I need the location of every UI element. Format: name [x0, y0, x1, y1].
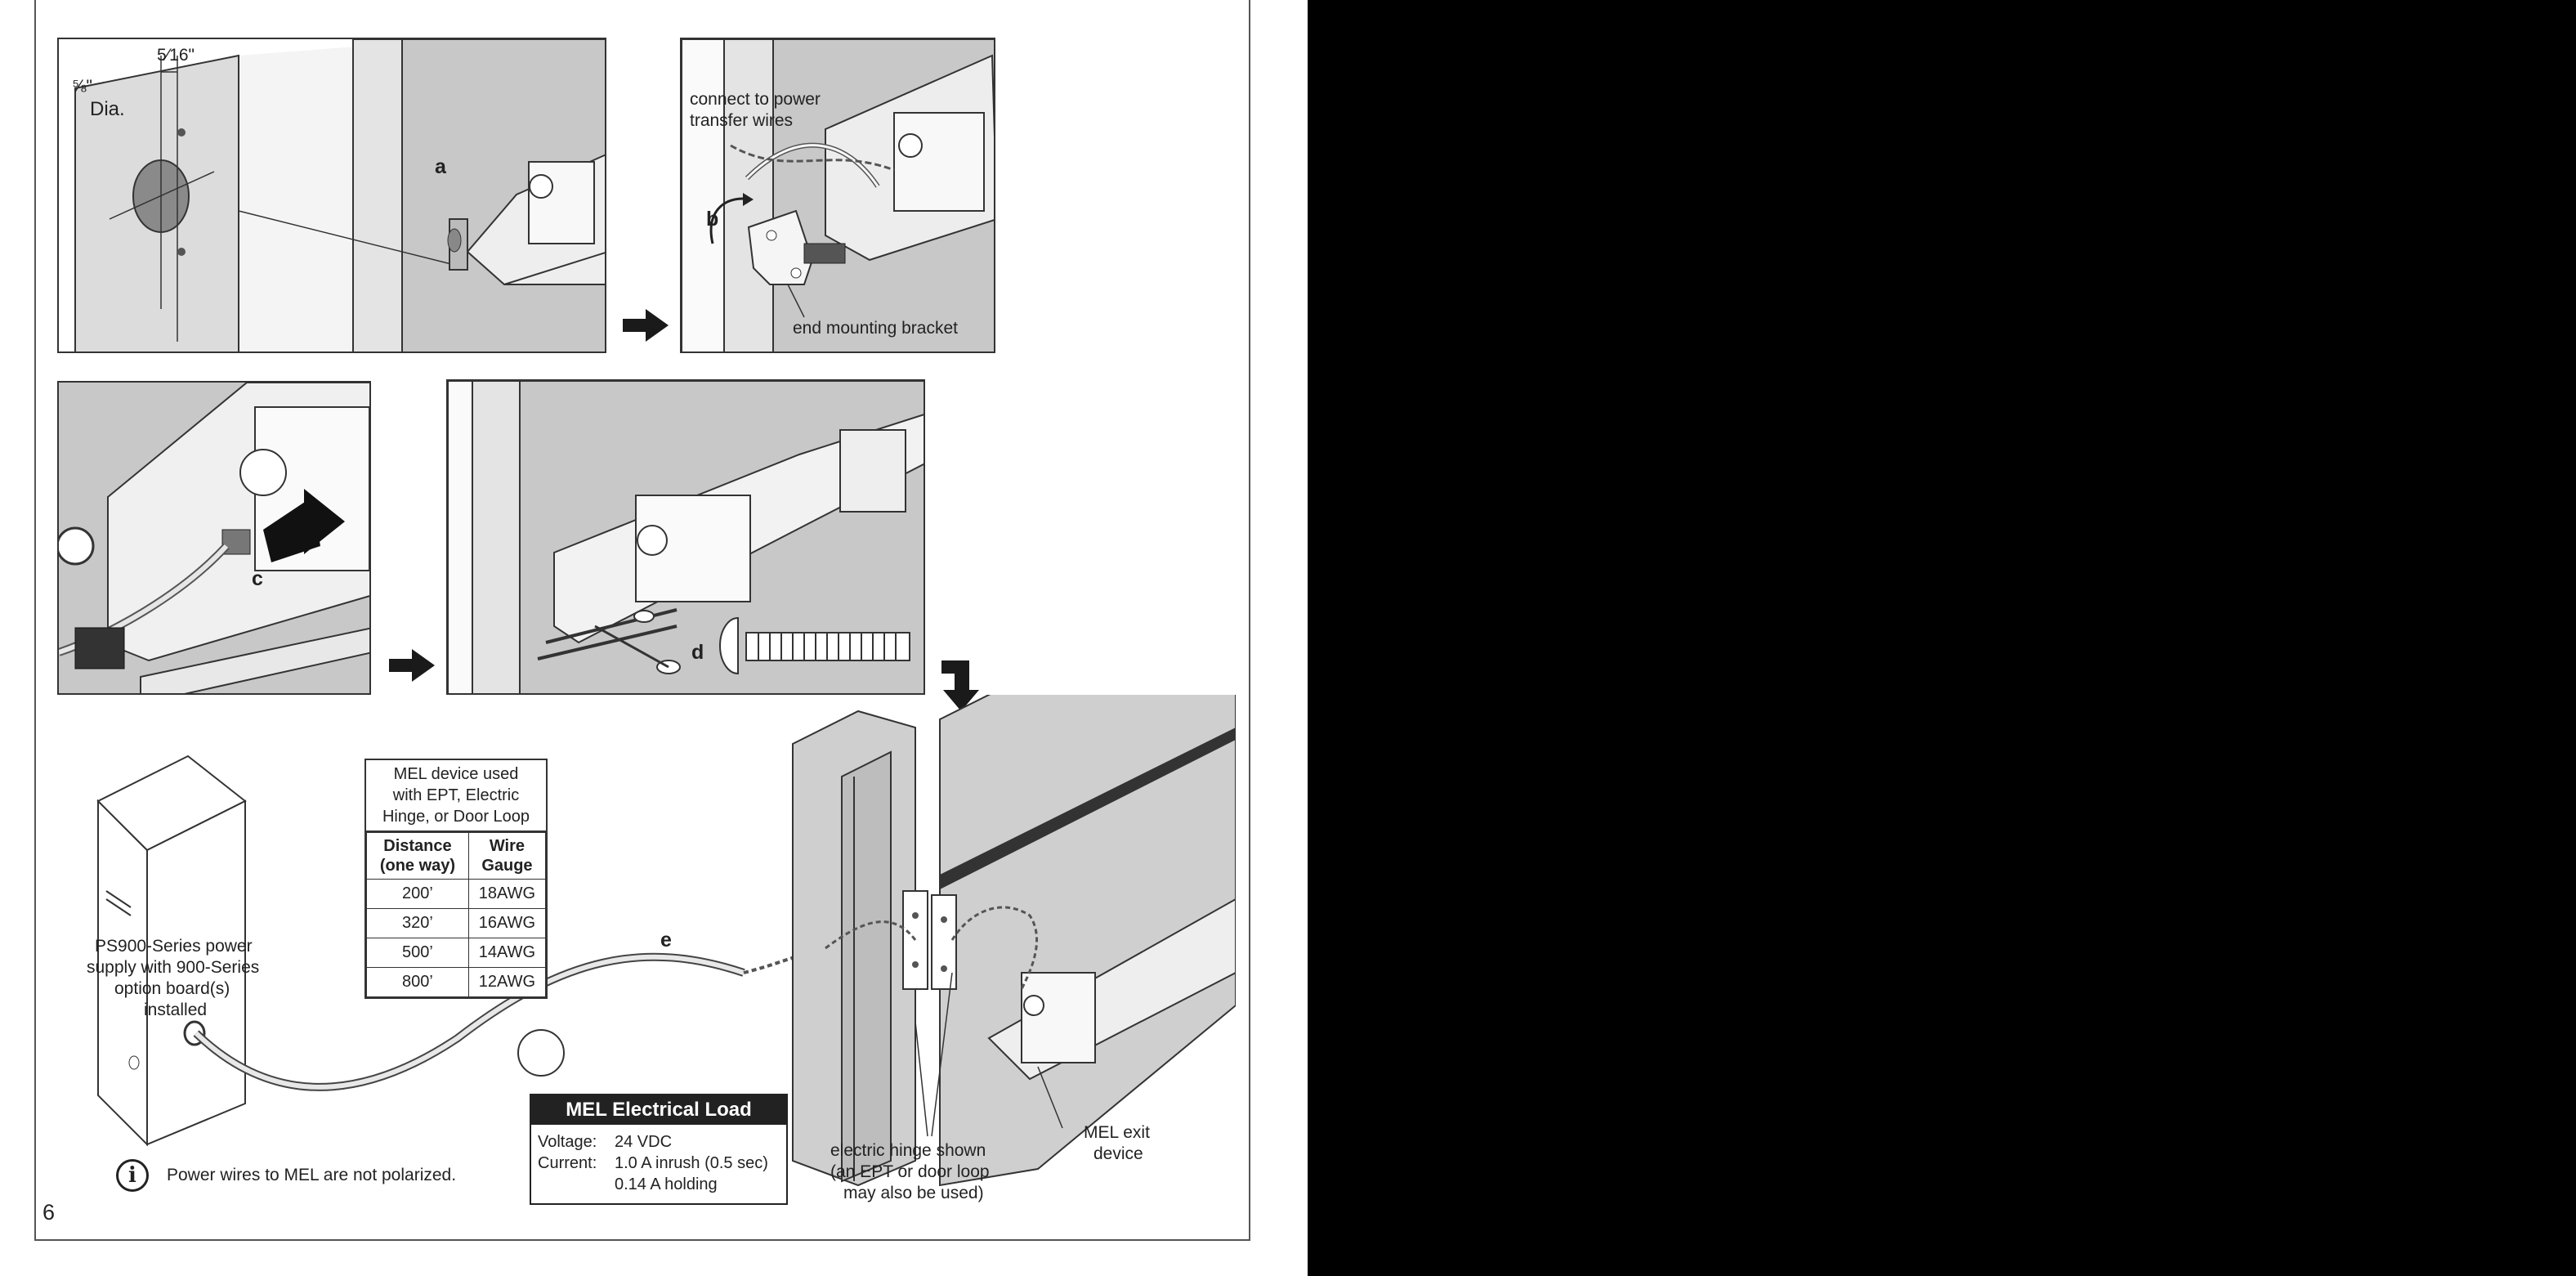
- info-icon: i: [116, 1159, 149, 1192]
- wiring-scene-illustration: [96, 695, 1236, 1187]
- gauge-cell: 18AWG: [467, 879, 547, 909]
- electrical-load-box: MEL Electrical Load Voltage: 24 VDC Curr…: [530, 1094, 788, 1205]
- wire-gauge-table: MEL device used with EPT, Electric Hinge…: [364, 759, 548, 999]
- power-supply-label-4: installed: [144, 1001, 208, 1019]
- current-holding-value: 0.14 A holding: [615, 1175, 718, 1193]
- table-row: 800’12AWG: [366, 967, 547, 997]
- step-a-label: a: [435, 155, 446, 178]
- voltage-value: 24 VDC: [615, 1133, 673, 1151]
- distance-header: Distance (one way): [366, 832, 469, 880]
- mel-exit-label-2: device: [1093, 1144, 1143, 1163]
- black-margin-band: [1308, 0, 2576, 1276]
- wire-table-caption-2: with EPT, Electric: [392, 786, 520, 804]
- distance-cell: 320’: [366, 908, 469, 938]
- hole-dia-text: Dia.: [90, 98, 125, 120]
- page-number: 6: [42, 1200, 56, 1225]
- panel-plug-connector: c: [57, 381, 371, 695]
- end-bracket-label: end mounting bracket: [793, 319, 958, 338]
- gauge-cell: 16AWG: [467, 908, 547, 938]
- current-label: Current:: [538, 1154, 597, 1172]
- wire-table-caption-3: Hinge, or Door Loop: [382, 808, 530, 826]
- power-supply-label-2: supply with 900-Series: [87, 958, 260, 977]
- table-row: 200’18AWG: [366, 879, 547, 909]
- step-c-label: c: [252, 567, 263, 590]
- step-b-label: b: [706, 208, 719, 231]
- distance-header-2: (one way): [379, 857, 456, 875]
- distance-header-1: Distance: [383, 837, 452, 855]
- panel-install-screws: d: [446, 379, 925, 695]
- connect-wires-illustration: [682, 39, 994, 351]
- panel-drill-hole: ⅝" Dia. 5⁄16" a: [57, 38, 606, 353]
- drill-hole-illustration: [74, 39, 605, 351]
- electrical-load-title: MEL Electrical Load: [531, 1095, 786, 1125]
- step-e-label: e: [660, 929, 672, 951]
- table-row: 320’16AWG: [366, 908, 547, 938]
- connect-wires-label-2: transfer wires: [690, 111, 794, 130]
- gauge-cell: 12AWG: [467, 967, 547, 997]
- hinge-label-3: may also be used): [843, 1184, 984, 1202]
- voltage-label: Voltage:: [538, 1133, 597, 1151]
- step-arrow-right-2: [389, 649, 435, 682]
- mel-exit-label-1: MEL exit: [1084, 1123, 1150, 1142]
- plug-connector-illustration: [59, 383, 369, 693]
- distance-cell: 200’: [366, 879, 469, 909]
- table-row: 500’14AWG: [366, 938, 547, 968]
- offset-dimension-label: 5⁄16": [157, 46, 195, 65]
- page-frame: [34, 0, 1250, 1241]
- wire-table-caption: MEL device used with EPT, Electric Hinge…: [366, 760, 546, 832]
- install-screws-illustration: [448, 381, 924, 693]
- distance-cell: 800’: [366, 967, 469, 997]
- wire-table-caption-1: MEL device used: [393, 765, 519, 783]
- panel-connect-wires: connect to power transfer wires b end mo…: [680, 38, 995, 353]
- gauge-header-1: Wire: [489, 837, 525, 855]
- hole-diameter-label: ⅝": [72, 77, 92, 96]
- power-supply-label-3: option board(s): [114, 979, 230, 998]
- power-supply-label-1: PS900-Series power: [95, 937, 253, 956]
- polarity-note: Power wires to MEL are not polarized.: [167, 1166, 457, 1184]
- current-inrush-value: 1.0 A inrush (0.5 sec): [615, 1154, 768, 1172]
- step-arrow-right-1: [623, 309, 669, 342]
- distance-cell: 500’: [366, 938, 469, 968]
- hinge-label-2: (an EPT or door loop: [830, 1162, 990, 1181]
- gauge-cell: 14AWG: [467, 938, 547, 968]
- hinge-label-1: electric hinge shown: [830, 1141, 986, 1160]
- connect-wires-label-1: connect to power: [690, 90, 821, 109]
- gauge-header-2: Gauge: [481, 857, 533, 875]
- step-arrow-down: [941, 660, 979, 711]
- step-d-label: d: [691, 641, 704, 664]
